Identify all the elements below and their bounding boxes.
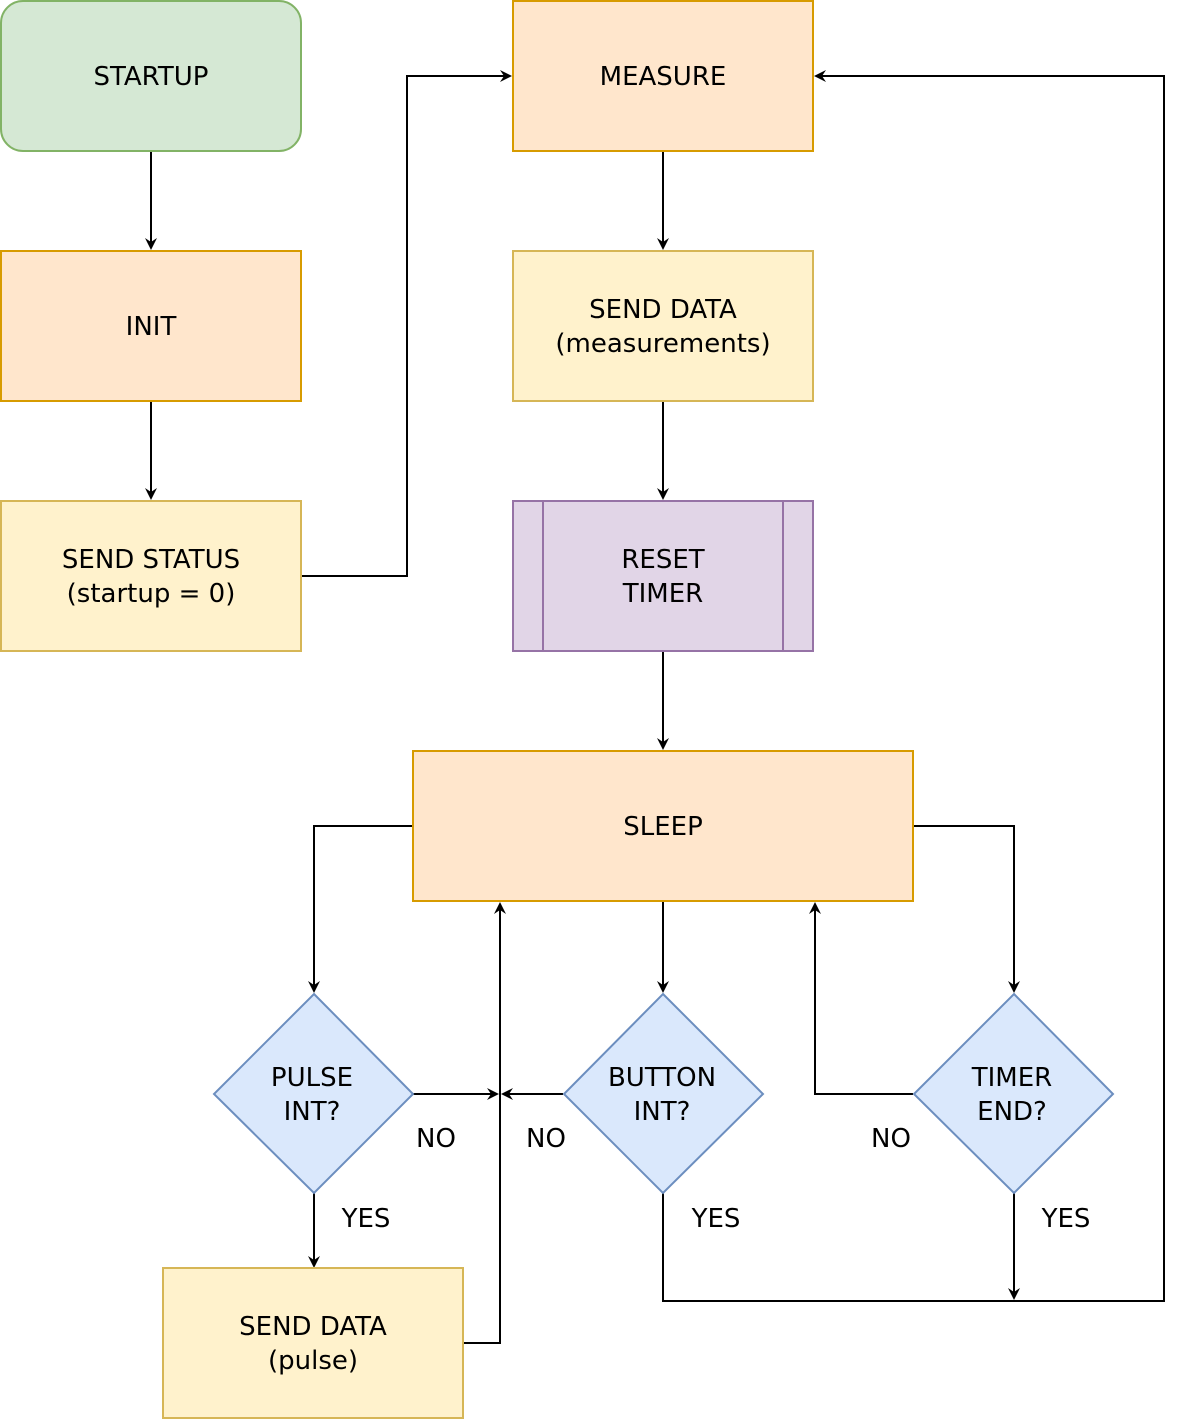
edge-pulse-send-back: [463, 902, 506, 1344]
connectors: [145, 70, 1165, 1344]
timer-end-label: TIMER END?: [971, 1063, 1052, 1127]
pulse-int-label: PULSE INT?: [271, 1063, 353, 1127]
measure-shape: [512, 0, 814, 152]
node-send-status: SEND STATUS (startup = 0): [0, 500, 302, 652]
init-line-1: INIT: [126, 312, 177, 342]
button-int-line-1: BUTTON: [608, 1063, 716, 1093]
send-pulse-line-2: (pulse): [268, 1346, 358, 1376]
send-meas-line-1: SEND DATA: [589, 295, 737, 325]
send-status-shape: [0, 500, 302, 652]
edge-sleep-pulse: [308, 825, 413, 993]
node-reset-timer: RESET TIMER: [512, 500, 814, 652]
send-status-line-1: SEND STATUS: [62, 545, 240, 575]
node-button-int: BUTTON INT?: [562, 992, 765, 1195]
edge-button-yes-loop: [662, 70, 1165, 1302]
reset-timer-line-2: TIMER: [622, 579, 703, 609]
startup-line-1: STARTUP: [94, 62, 209, 92]
reset-timer-shape: [512, 500, 814, 652]
timer-end-shape: [912, 992, 1115, 1195]
init-shape: [0, 250, 302, 402]
pulse-yes-label: YES: [341, 1204, 391, 1234]
sleep-line-1: SLEEP: [623, 812, 703, 842]
node-sleep: SLEEP: [412, 750, 914, 902]
pulse-int-line-2: INT?: [284, 1097, 341, 1127]
button-no-label: NO: [526, 1124, 566, 1154]
edge-sleep-timer: [913, 825, 1020, 993]
measure-line-1: MEASURE: [600, 62, 727, 92]
sleep-label: SLEEP: [623, 812, 703, 842]
timer-end-line-1: TIMER: [971, 1063, 1052, 1093]
send-status-line-2: (startup = 0): [67, 579, 236, 609]
send-meas-line-2: (measurements): [555, 329, 770, 359]
node-send-data-pulse: SEND DATA (pulse): [162, 1267, 464, 1419]
button-int-label: BUTTON INT?: [608, 1063, 716, 1127]
reset-timer-line-1: RESET: [621, 545, 704, 575]
send-status-label: SEND STATUS (startup = 0): [62, 545, 240, 609]
send-data-pulse-label: SEND DATA (pulse): [239, 1312, 387, 1376]
timer-end-line-2: END?: [977, 1097, 1047, 1127]
node-timer-end: TIMER END?: [912, 992, 1115, 1195]
timer-yes-label: YES: [1041, 1204, 1091, 1234]
node-send-data-measurements: SEND DATA (measurements): [512, 250, 814, 402]
send-data-measurements-label: SEND DATA (measurements): [555, 295, 770, 359]
startup-label: STARTUP: [94, 62, 209, 92]
send-data-pulse-shape: [162, 1267, 464, 1419]
send-pulse-line-1: SEND DATA: [239, 1312, 387, 1342]
pulse-int-shape: [212, 992, 415, 1195]
node-measure: MEASURE: [512, 0, 814, 152]
node-pulse-int: PULSE INT?: [212, 992, 415, 1195]
node-startup: STARTUP: [0, 0, 302, 152]
startup-shape: [0, 0, 302, 152]
button-yes-label: YES: [691, 1204, 741, 1234]
node-init: INIT: [0, 250, 302, 402]
button-int-shape: [562, 992, 765, 1195]
edge-timer-no: [809, 902, 913, 1095]
init-label: INIT: [126, 312, 177, 342]
pulse-no-label: NO: [416, 1124, 456, 1154]
measure-label: MEASURE: [600, 62, 727, 92]
send-data-measurements-shape: [512, 250, 814, 402]
pulse-int-line-1: PULSE: [271, 1063, 353, 1093]
edge-labels: NO YES NO YES NO YES: [341, 1124, 1091, 1234]
sleep-shape: [412, 750, 914, 902]
edge-send-status-measure: [301, 70, 512, 577]
timer-no-label: NO: [871, 1124, 911, 1154]
reset-timer-label: RESET TIMER: [621, 545, 704, 609]
button-int-line-2: INT?: [634, 1097, 691, 1127]
